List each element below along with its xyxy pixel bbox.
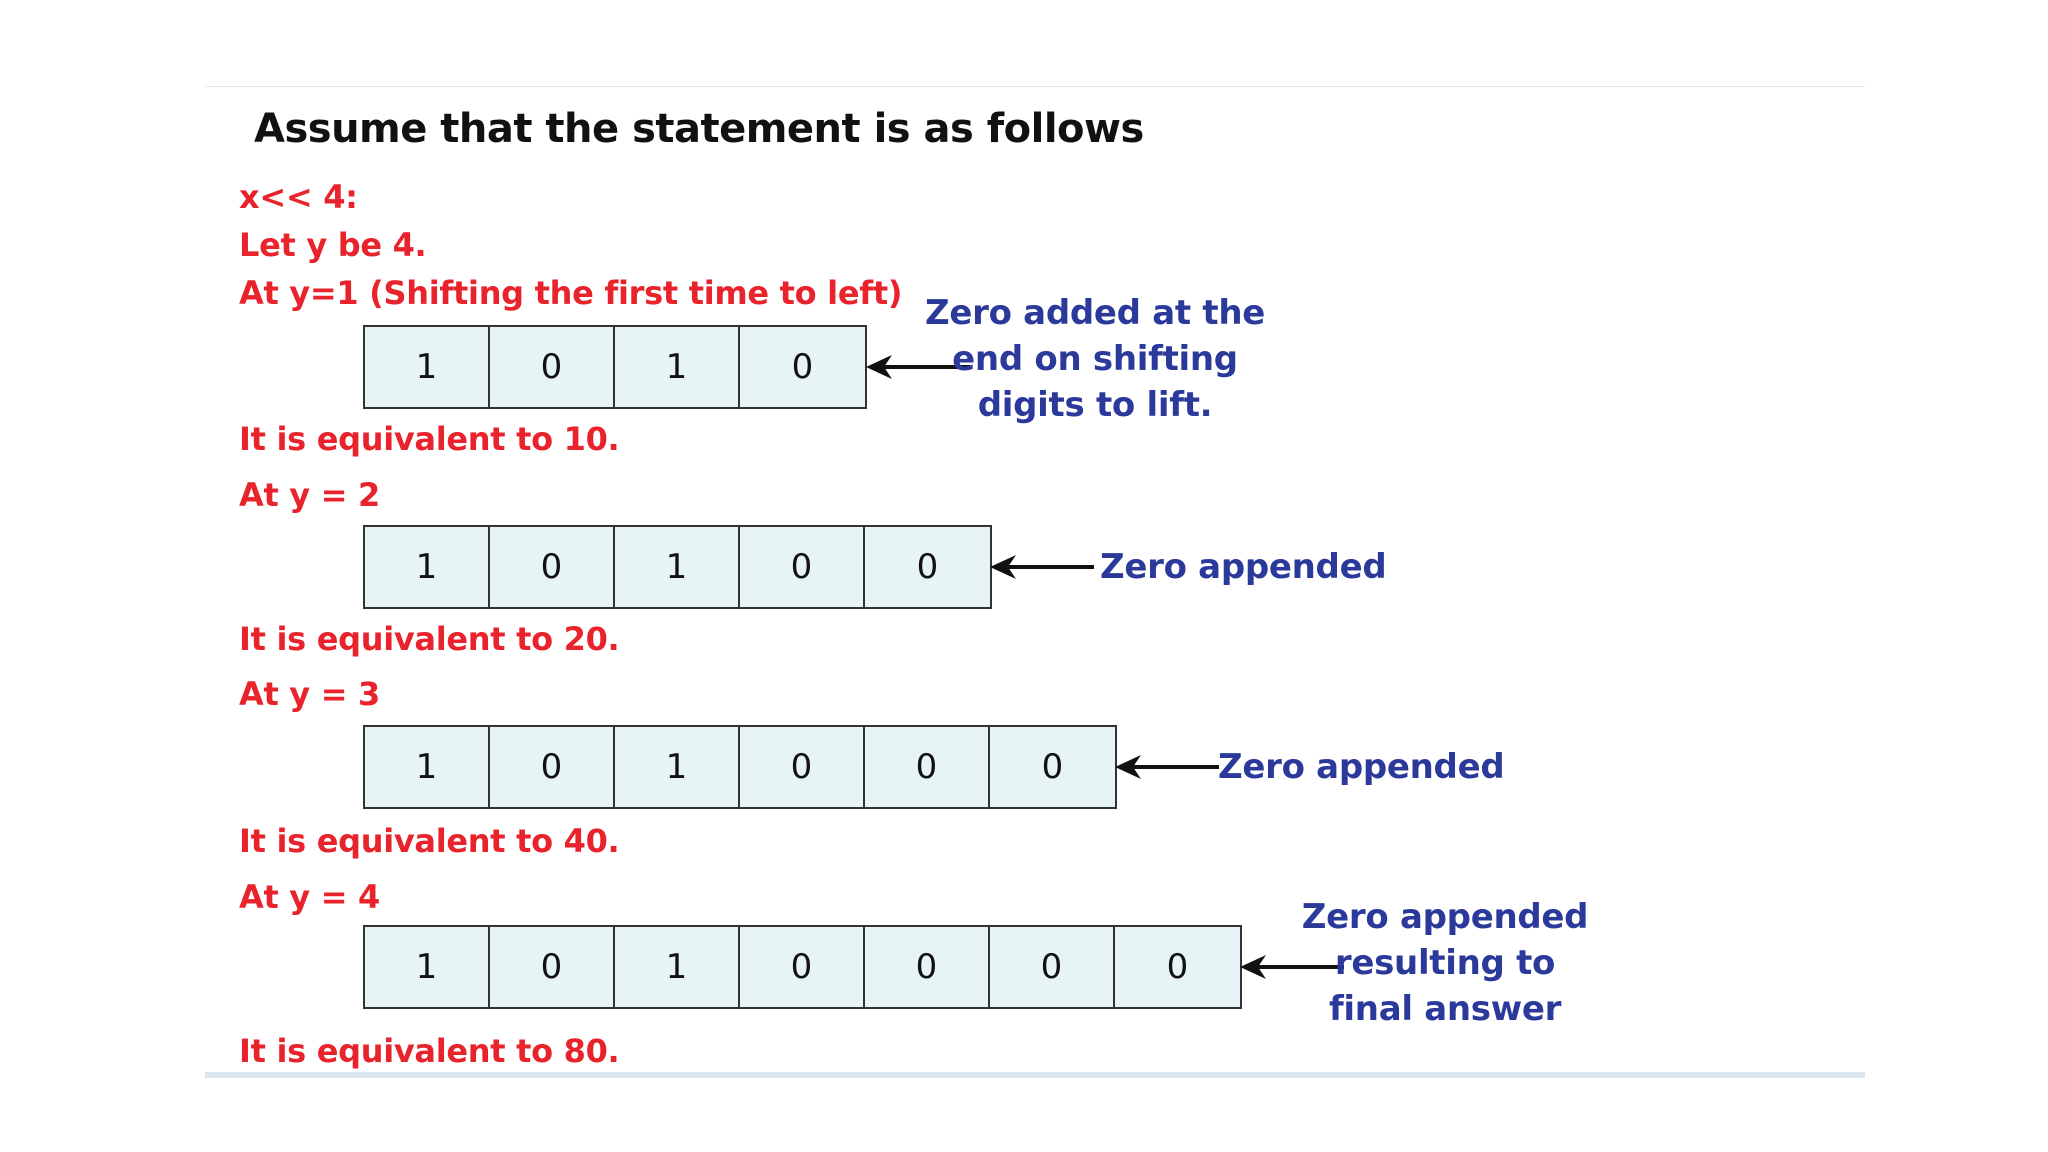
step-4-heading: At y = 4	[239, 878, 381, 916]
bit-row-step-2: 1 0 1 0 0	[363, 525, 992, 609]
note-line: resulting to	[1334, 943, 1556, 983]
bit-cell: 0	[740, 527, 865, 607]
bit-row-step-1: 1 0 1 0	[363, 325, 867, 409]
bit-cell: 0	[1115, 927, 1240, 1007]
bit-cell: 1	[365, 727, 490, 807]
note-line: final answer	[1328, 989, 1562, 1029]
equivalent-step-3: It is equivalent to 40.	[239, 822, 620, 860]
step-1-heading: At y=1 (Shifting the first time to left)	[239, 274, 903, 312]
note-line: Zero appended	[1100, 547, 1387, 587]
diagram-frame	[205, 86, 1865, 1078]
bit-cell: 0	[490, 727, 615, 807]
bit-cell: 0	[865, 927, 990, 1007]
arrow-left-icon	[866, 355, 970, 379]
bit-cell: 0	[865, 527, 990, 607]
note-line: end on shifting	[952, 339, 1238, 379]
bit-cell: 1	[615, 327, 740, 407]
bit-row-step-3: 1 0 1 0 0 0	[363, 725, 1117, 809]
let-y-label: Let y be 4.	[239, 226, 427, 264]
bit-cell: 1	[615, 727, 740, 807]
equivalent-step-1: It is equivalent to 10.	[239, 420, 620, 458]
bit-cell: 0	[990, 927, 1115, 1007]
note-step-4: Zero appended resulting to final answer	[1250, 894, 1640, 1032]
bit-cell: 1	[365, 927, 490, 1007]
step-3-heading: At y = 3	[239, 675, 381, 713]
bit-cell: 0	[865, 727, 990, 807]
equivalent-step-2: It is equivalent to 20.	[239, 620, 620, 658]
equivalent-step-4: It is equivalent to 80.	[239, 1032, 620, 1070]
bit-cell: 0	[740, 927, 865, 1007]
arrow-left-icon	[1240, 955, 1344, 979]
bit-cell: 0	[490, 927, 615, 1007]
diagram-title: Assume that the statement is as follows	[254, 106, 1144, 152]
bit-cell: 1	[365, 527, 490, 607]
bit-cell: 1	[615, 527, 740, 607]
note-line: Zero appended	[1301, 897, 1589, 937]
bit-cell: 1	[365, 327, 490, 407]
bit-cell: 0	[740, 727, 865, 807]
note-step-2: Zero appended	[1100, 544, 1387, 590]
note-step-1: Zero added at the end on shifting digits…	[900, 290, 1290, 428]
arrow-left-icon	[1115, 755, 1219, 779]
expression-label: x<< 4:	[239, 178, 358, 216]
step-2-heading: At y = 2	[239, 476, 381, 514]
bit-cell: 0	[990, 727, 1115, 807]
note-line: digits to lift.	[977, 385, 1213, 425]
note-line: Zero appended	[1218, 747, 1505, 787]
bit-row-step-4: 1 0 1 0 0 0 0	[363, 925, 1242, 1009]
bit-cell: 1	[615, 927, 740, 1007]
bit-cell: 0	[740, 327, 865, 407]
bit-cell: 0	[490, 527, 615, 607]
note-line: Zero added at the	[925, 293, 1265, 333]
arrow-left-icon	[990, 555, 1094, 579]
note-step-3: Zero appended	[1218, 744, 1505, 790]
bit-cell: 0	[490, 327, 615, 407]
